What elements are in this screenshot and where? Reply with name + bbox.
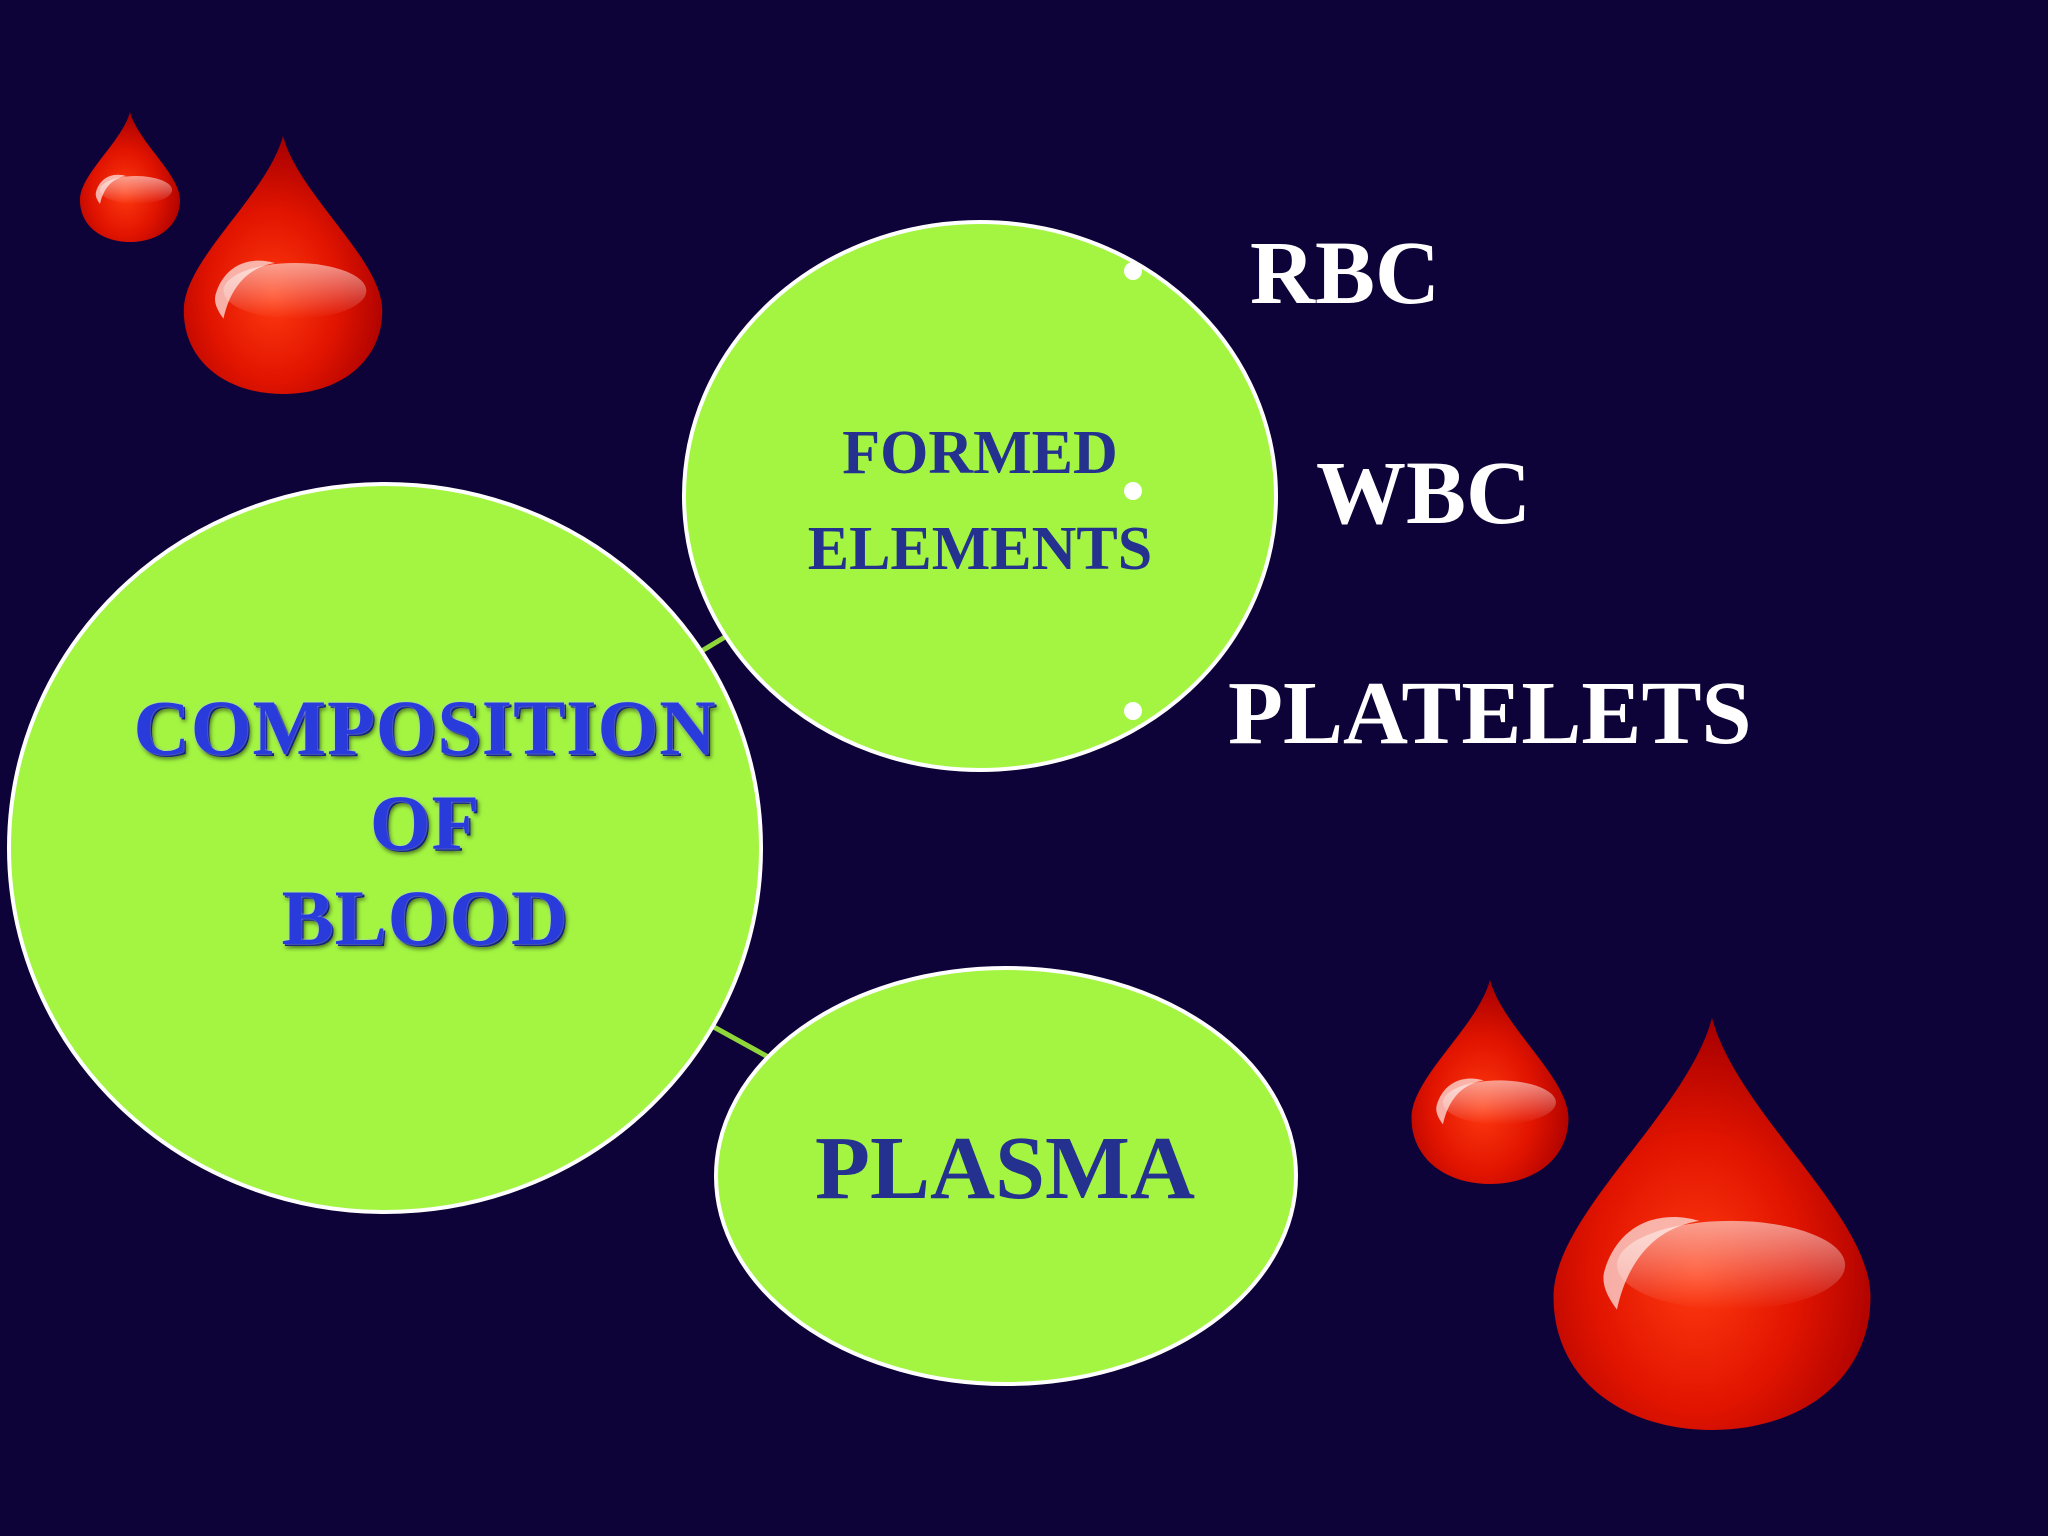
composition-label-line: COMPOSITION bbox=[133, 684, 717, 771]
bullet-dot bbox=[1124, 702, 1142, 720]
connector-plasma bbox=[710, 1023, 772, 1061]
blood-drop-icon bbox=[1411, 980, 1569, 1184]
composition-circle bbox=[7, 482, 763, 1214]
formed-elements-label-line: FORMED bbox=[842, 419, 1118, 487]
item-platelets: PLATELETS bbox=[1228, 664, 1752, 763]
formed-elements-label-line: ELEMENTS bbox=[807, 515, 1153, 584]
blood-drop-icon bbox=[80, 112, 180, 242]
composition-label-line: BLOOD bbox=[281, 874, 569, 962]
item-rbc: RBC bbox=[1250, 224, 1441, 323]
item-wbc: WBC bbox=[1316, 444, 1532, 543]
composition-label-line: OF bbox=[369, 779, 481, 867]
plasma-circle bbox=[714, 966, 1298, 1386]
blood-drop-icon bbox=[1553, 1018, 1871, 1430]
composition-label: COMPOSITION OF BLOOD bbox=[125, 680, 725, 965]
plasma-label: PLASMA bbox=[815, 1119, 1195, 1218]
bullet-dot bbox=[1124, 262, 1142, 280]
formed-elements-label: FORMED ELEMENTS bbox=[760, 405, 1200, 597]
blood-drop-icon bbox=[183, 136, 383, 394]
bullet-dot bbox=[1124, 482, 1142, 500]
formed-elements-circle bbox=[682, 220, 1278, 772]
